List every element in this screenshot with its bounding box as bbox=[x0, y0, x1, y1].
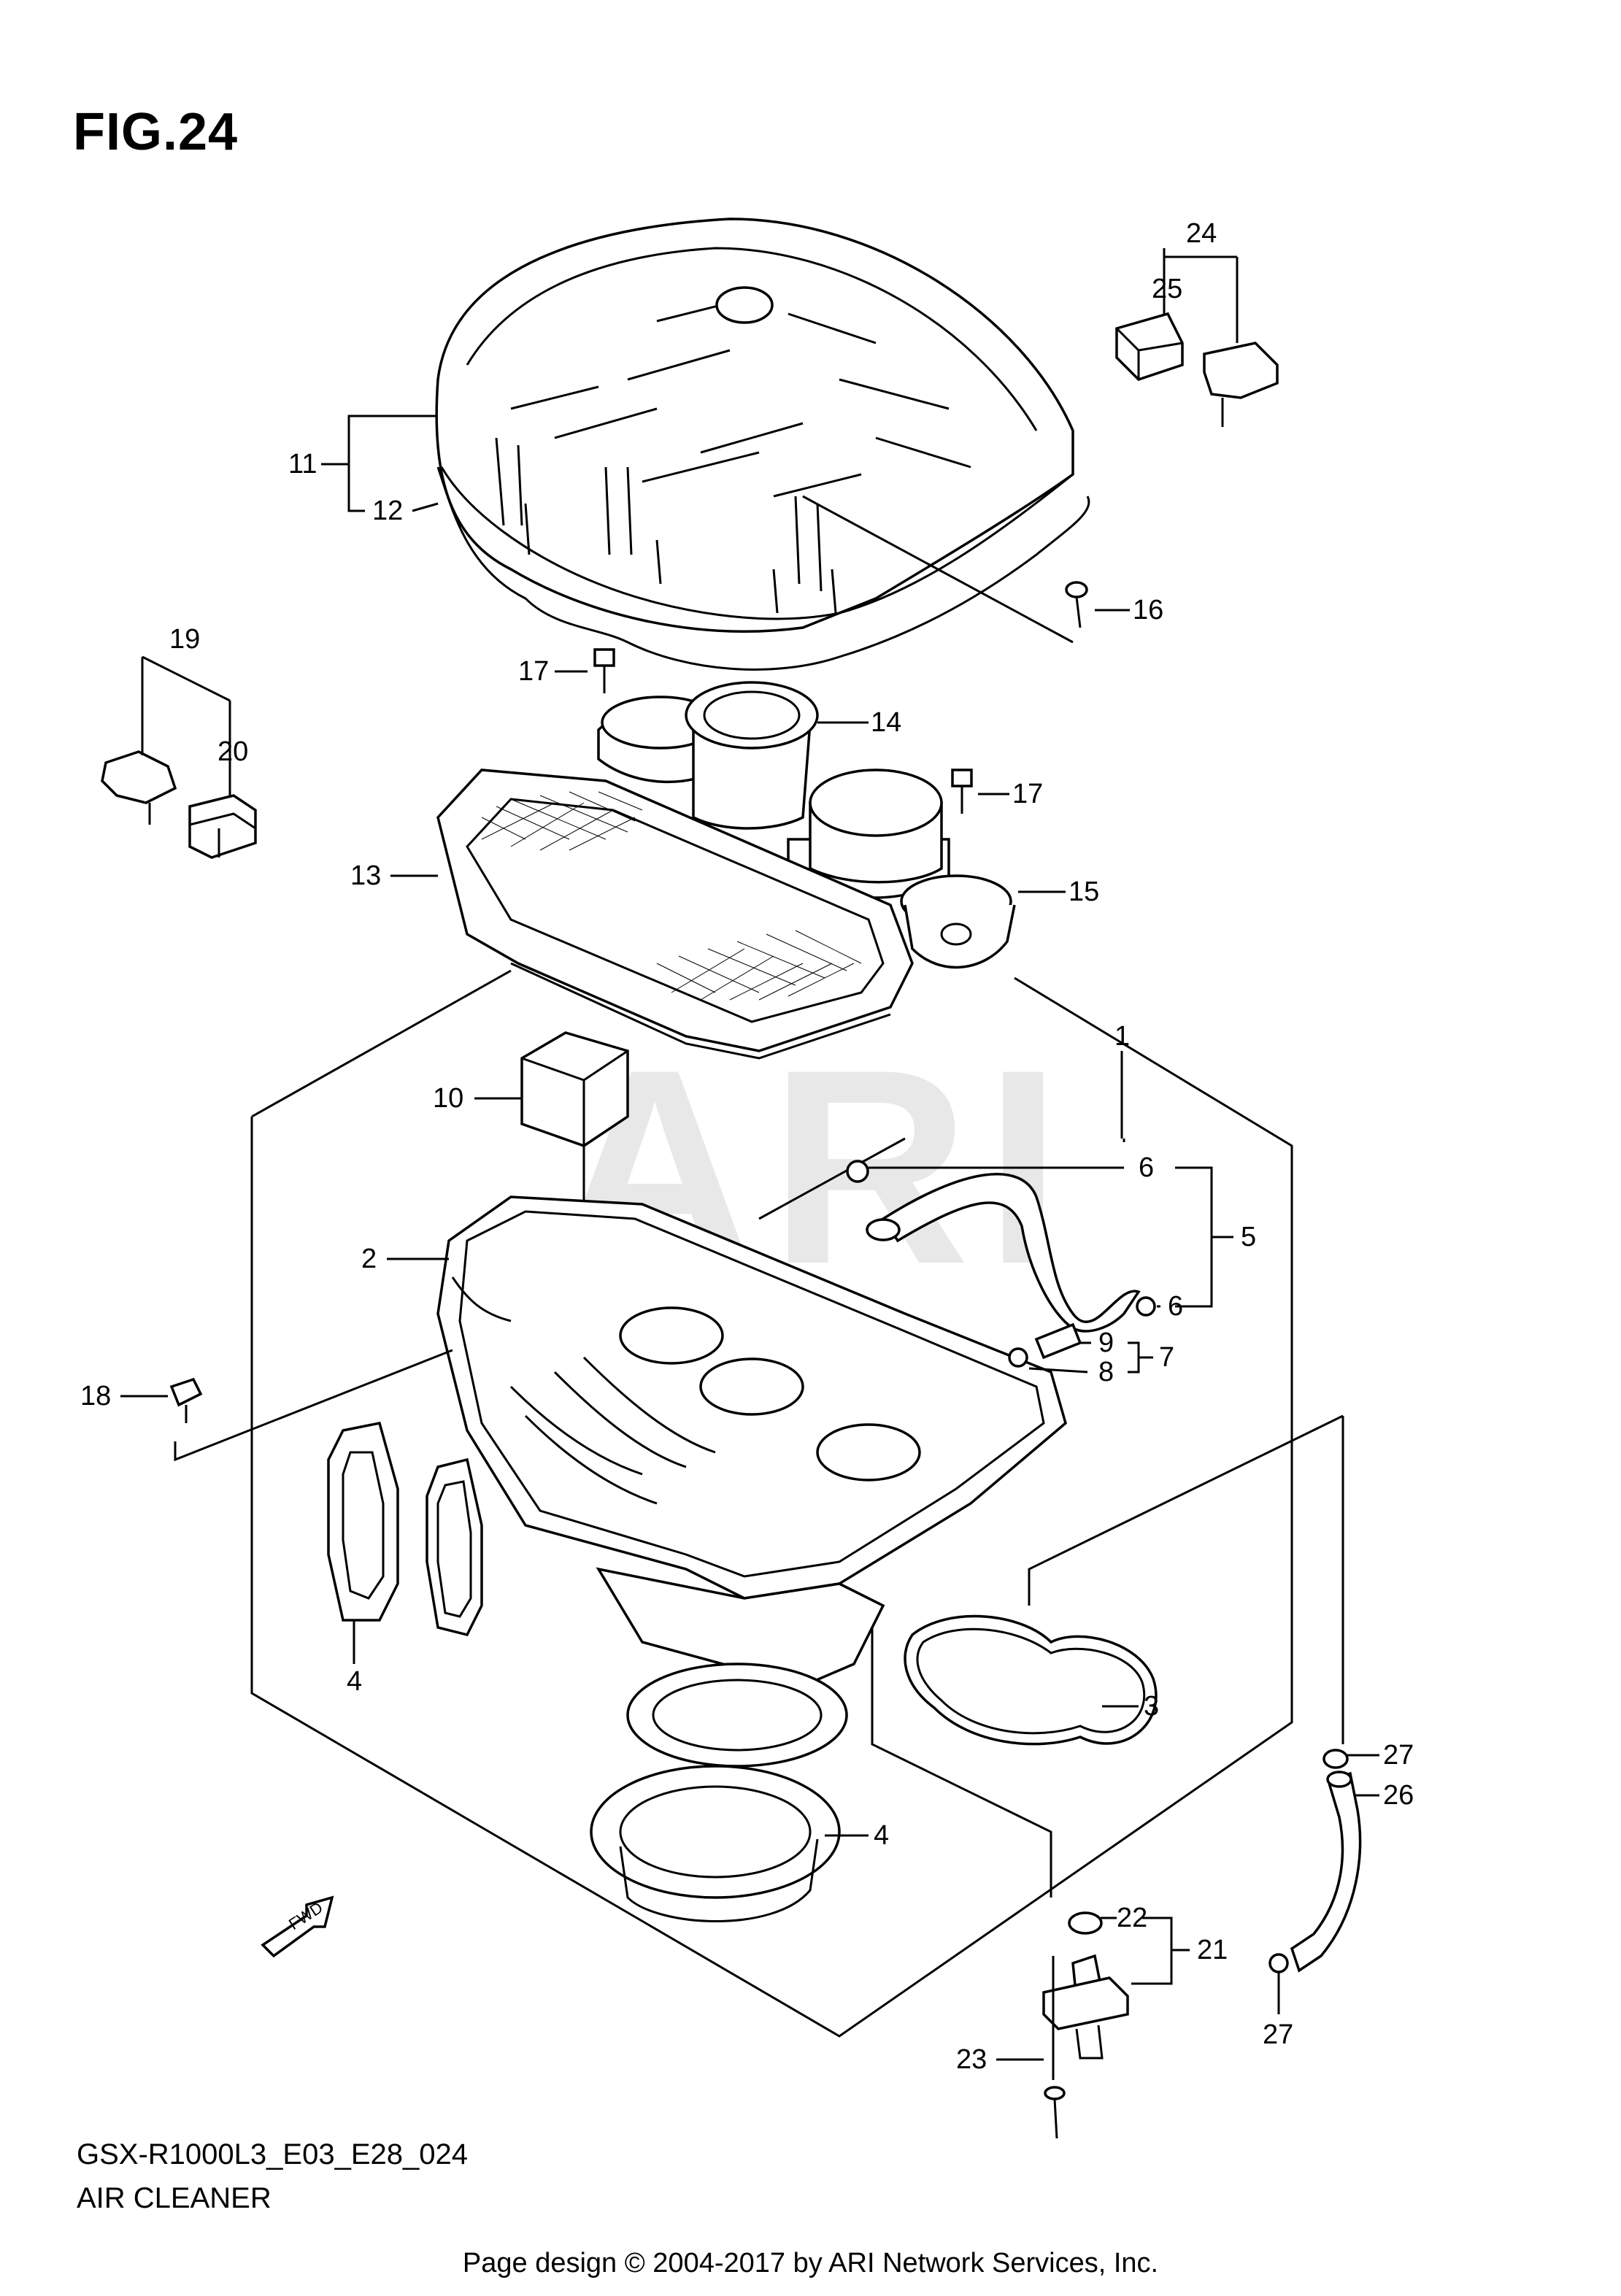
callout-25: 25 bbox=[1152, 274, 1182, 304]
callout-6b: 6 bbox=[1168, 1291, 1183, 1322]
callout-22: 22 bbox=[1117, 1903, 1147, 1933]
leader-lines bbox=[120, 248, 1379, 2061]
forward-arrow-icon: FWD bbox=[261, 1895, 334, 1958]
callout-10: 10 bbox=[433, 1083, 463, 1114]
bolt-17-part[interactable] bbox=[593, 648, 973, 814]
seal-3-part[interactable] bbox=[904, 1614, 1158, 1746]
section-name: AIR CLEANER bbox=[77, 2182, 272, 2214]
callout-27a: 27 bbox=[1383, 1740, 1414, 1771]
callout-21: 21 bbox=[1197, 1935, 1228, 1965]
figure-title: FIG.24 bbox=[73, 103, 239, 161]
filter-element-13-part[interactable] bbox=[436, 768, 914, 1060]
callout-23: 23 bbox=[956, 2044, 987, 2075]
air-cleaner-cover-part[interactable] bbox=[435, 217, 1090, 671]
clamp-6-part[interactable] bbox=[846, 1160, 1156, 1317]
callout-8: 8 bbox=[1098, 1357, 1114, 1387]
callout-3: 3 bbox=[1144, 1691, 1159, 1722]
callout-7: 7 bbox=[1159, 1342, 1174, 1373]
callout-17a: 17 bbox=[518, 656, 549, 687]
screw-16-part[interactable] bbox=[1065, 581, 1088, 628]
callout-14: 14 bbox=[871, 707, 901, 738]
callout-5: 5 bbox=[1241, 1222, 1256, 1252]
callout-26: 26 bbox=[1383, 1780, 1414, 1811]
callout-24: 24 bbox=[1186, 218, 1217, 249]
callout-19: 19 bbox=[169, 624, 200, 655]
callout-20: 20 bbox=[217, 736, 248, 767]
callout-labels: 24 25 11 12 16 19 17 14 20 17 13 15 1 10… bbox=[80, 218, 1414, 2075]
model-code: GSX-R1000L3_E03_E28_024 bbox=[77, 2138, 468, 2170]
hose-26-part[interactable] bbox=[1290, 1771, 1362, 1973]
assembly-outline bbox=[250, 969, 1344, 2038]
callout-6a: 6 bbox=[1139, 1152, 1154, 1183]
fitting-7-9-part[interactable] bbox=[1008, 1322, 1082, 1368]
callout-9: 9 bbox=[1098, 1328, 1114, 1358]
connector-24-25-part[interactable] bbox=[1115, 255, 1279, 427]
intake-duct-4-part[interactable] bbox=[590, 1765, 841, 1922]
bolt-18-part[interactable] bbox=[169, 1377, 203, 1423]
callout-12: 12 bbox=[372, 496, 403, 526]
hose-5-part[interactable] bbox=[866, 1173, 1141, 1333]
callout-17b: 17 bbox=[1012, 779, 1043, 809]
callout-2: 2 bbox=[361, 1244, 377, 1274]
callout-11: 11 bbox=[288, 449, 317, 479]
copyright-footer: Page design © 2004-2017 by ARI Network S… bbox=[462, 2248, 1159, 2278]
callout-4b: 4 bbox=[874, 1820, 889, 1851]
callout-4a: 4 bbox=[347, 1666, 362, 1697]
callout-13: 13 bbox=[350, 860, 381, 891]
callout-18: 18 bbox=[80, 1381, 111, 1411]
drain-plug-21-23-part[interactable] bbox=[1042, 1911, 1129, 2139]
sponge-10-part[interactable] bbox=[520, 1031, 629, 1147]
callout-16: 16 bbox=[1133, 595, 1163, 625]
air-cleaner-case-part[interactable] bbox=[436, 1195, 1067, 1768]
connector-19-20-part[interactable] bbox=[101, 655, 257, 859]
callout-15: 15 bbox=[1069, 877, 1099, 907]
seal-4-part[interactable] bbox=[327, 1421, 483, 1637]
callout-27b: 27 bbox=[1263, 2019, 1293, 2050]
clamp-27-part[interactable] bbox=[1268, 1749, 1349, 1973]
callout-1: 1 bbox=[1114, 1021, 1130, 1052]
